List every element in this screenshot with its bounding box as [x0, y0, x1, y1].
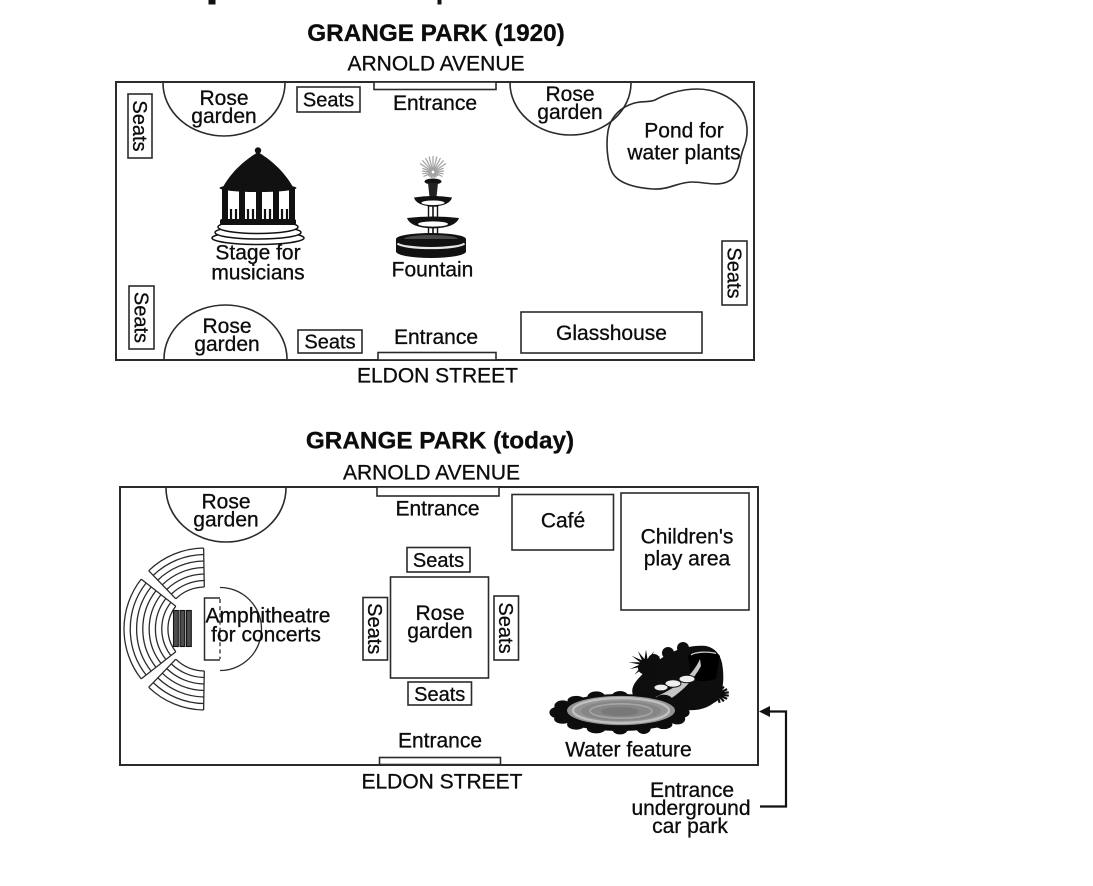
- svg-text:Rose: Rose: [545, 83, 594, 106]
- svg-text:musicians: musicians: [211, 262, 304, 285]
- svg-text:Seats: Seats: [414, 684, 465, 706]
- svg-text:Entrance: Entrance: [393, 92, 477, 115]
- svg-text:garden: garden: [194, 333, 259, 356]
- svg-text:car park: car park: [652, 815, 728, 838]
- svg-text:play area: play area: [644, 548, 731, 571]
- svg-text:Seats: Seats: [413, 550, 464, 572]
- svg-text:garden: garden: [191, 105, 256, 128]
- svg-text:garden: garden: [407, 620, 472, 643]
- svg-text:underground: underground: [631, 797, 750, 820]
- svg-text:Seats: Seats: [363, 603, 385, 654]
- svg-text:Children's: Children's: [641, 526, 734, 549]
- svg-text:Stage for: Stage for: [215, 242, 300, 265]
- svg-text:Entrance: Entrance: [398, 730, 482, 753]
- svg-text:Water feature: Water feature: [565, 739, 691, 762]
- svg-text:Seats: Seats: [722, 247, 744, 298]
- svg-text:Pond for: Pond for: [644, 120, 723, 143]
- svg-text:for concerts: for concerts: [211, 624, 321, 647]
- svg-text:Rose: Rose: [201, 491, 250, 514]
- svg-text:ARNOLD AVENUE: ARNOLD AVENUE: [348, 53, 525, 76]
- svg-text:ARNOLD AVENUE: ARNOLD AVENUE: [343, 462, 520, 485]
- svg-text:ELDON STREET: ELDON STREET: [361, 771, 522, 794]
- svg-text:water plants: water plants: [626, 142, 740, 165]
- svg-text:Seats: Seats: [129, 292, 151, 343]
- svg-text:Glasshouse: Glasshouse: [556, 322, 667, 345]
- svg-text:Seats: Seats: [128, 100, 150, 151]
- svg-text:Rose: Rose: [202, 315, 251, 338]
- svg-text:Seats: Seats: [303, 90, 354, 112]
- svg-text:Entrance: Entrance: [394, 326, 478, 349]
- svg-text:ELDON STREET: ELDON STREET: [357, 365, 518, 388]
- svg-text:Fountain: Fountain: [392, 259, 474, 282]
- svg-text:Rose: Rose: [415, 602, 464, 625]
- svg-text:Entrance: Entrance: [395, 498, 479, 521]
- svg-text:Rose: Rose: [199, 87, 248, 110]
- svg-text:Seats: Seats: [494, 602, 516, 653]
- svg-text:GRANGE PARK (1920): GRANGE PARK (1920): [307, 20, 564, 47]
- svg-text:Seats: Seats: [304, 332, 355, 354]
- svg-text:garden: garden: [193, 509, 258, 532]
- svg-text:Café: Café: [541, 510, 585, 533]
- svg-text:Entrance: Entrance: [650, 779, 734, 802]
- svg-text:garden: garden: [537, 101, 602, 124]
- svg-text:Amphitheatre: Amphitheatre: [206, 605, 331, 628]
- svg-text:GRANGE PARK (today): GRANGE PARK (today): [306, 428, 574, 455]
